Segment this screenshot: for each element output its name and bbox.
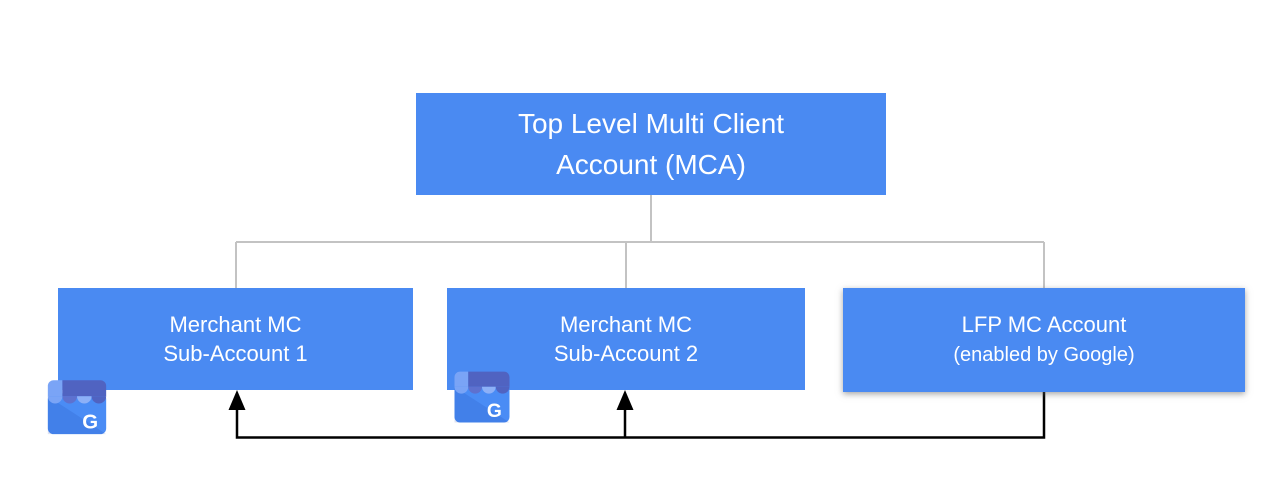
node-label-line2: Account (MCA) bbox=[556, 149, 746, 180]
node-label-line1: Top Level Multi Client bbox=[517, 108, 785, 139]
arrowhead-to-sub1 bbox=[228, 390, 246, 410]
google-business-profile-icon: G bbox=[454, 371, 510, 423]
node-label-line2: (enabled by Google) bbox=[953, 344, 1135, 366]
node-label-line1: LFP MC Account bbox=[961, 312, 1127, 337]
node-label-line1: Merchant MC bbox=[559, 312, 693, 337]
storefront-fold bbox=[454, 386, 510, 423]
arrowhead-to-sub2 bbox=[616, 390, 634, 410]
node-label-line2: Sub-Account 1 bbox=[163, 341, 308, 366]
tree-connector-lines bbox=[235, 195, 1045, 288]
storefront-body bbox=[454, 384, 510, 423]
node-lfp-mc-account: LFP MC Account (enabled by Google) bbox=[843, 288, 1245, 392]
node-label-line2: Sub-Account 2 bbox=[553, 341, 699, 366]
storefront-body bbox=[47, 393, 107, 435]
node-label-line1: Merchant MC bbox=[169, 312, 302, 337]
gmb-g-letter: G bbox=[487, 401, 502, 422]
gmb-g-letter: G bbox=[82, 411, 98, 433]
node-merchant-sub-account-1: Merchant MC Sub-Account 1 bbox=[58, 288, 413, 390]
google-business-profile-icon: G bbox=[47, 380, 107, 435]
node-top-level-mca: Top Level Multi Client Account (MCA) bbox=[416, 93, 886, 195]
storefront-fold bbox=[47, 396, 107, 435]
lfp-feed-line bbox=[235, 392, 1046, 439]
